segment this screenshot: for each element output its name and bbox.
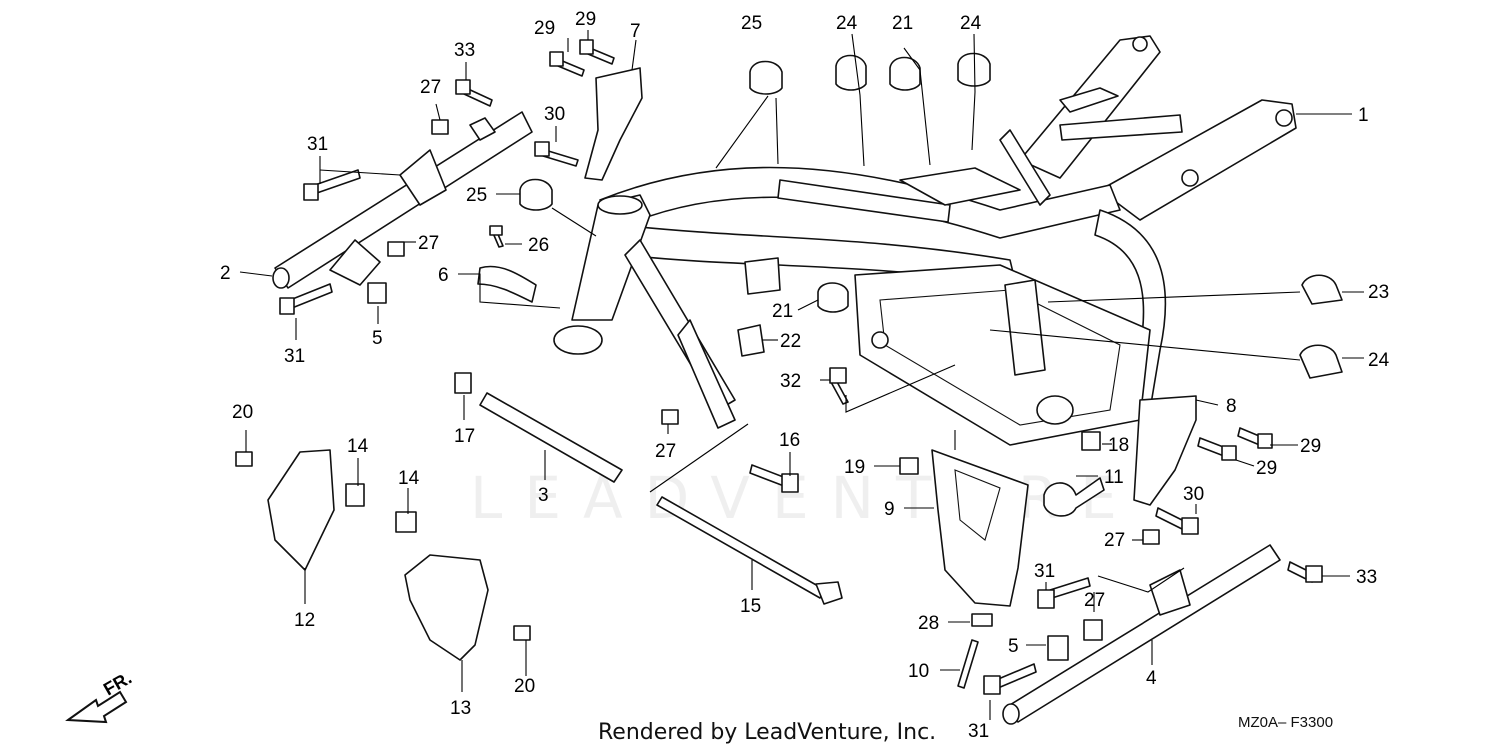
callout-27b: 27 [418, 233, 439, 254]
cover-12 [267, 449, 335, 571]
callout-7: 7 [630, 21, 641, 42]
callout-31a: 31 [307, 134, 328, 155]
clip-23 [1301, 274, 1343, 305]
callout-14b: 14 [398, 468, 420, 489]
callout-19: 19 [844, 457, 865, 478]
callout-28: 28 [918, 613, 939, 634]
callout-33a: 33 [454, 40, 475, 61]
callout-31d: 31 [968, 721, 989, 742]
callout-30b: 30 [1183, 484, 1204, 505]
callout-8: 8 [1226, 396, 1237, 417]
callout-20b: 20 [514, 676, 535, 697]
callout-11: 11 [1104, 467, 1124, 488]
trim-6 [477, 265, 537, 303]
watermark-text: LEADVENTURE [470, 464, 1139, 532]
fasteners [235, 39, 1323, 695]
callout-18: 18 [1108, 435, 1129, 456]
footer-credit: Rendered by LeadVenture, Inc. [598, 720, 937, 745]
callout-6: 6 [438, 265, 449, 286]
callout-30a: 30 [544, 104, 565, 125]
pipe-3 [479, 392, 623, 483]
callouts: 1 2 3 4 5 5 6 7 8 9 10 11 12 13 14 14 15… [220, 9, 1390, 742]
clamp-11 [1043, 477, 1105, 517]
callout-29a: 29 [534, 18, 555, 39]
callout-15: 15 [740, 596, 761, 617]
callout-24a: 24 [836, 13, 858, 34]
callout-1: 1 [1358, 105, 1369, 126]
front-indicator-label: FR. [100, 668, 135, 700]
leader-lines [239, 30, 1364, 720]
callout-27a: 27 [420, 77, 441, 98]
callout-20a: 20 [232, 402, 253, 423]
callout-31b: 31 [284, 346, 305, 367]
callout-22: 22 [780, 331, 801, 352]
main-frame [553, 35, 1297, 446]
callout-3: 3 [538, 485, 549, 506]
callout-16: 16 [779, 430, 800, 451]
callout-14a: 14 [347, 436, 369, 457]
callout-25b: 25 [466, 185, 487, 206]
clip-24-right [1299, 344, 1343, 379]
callout-24b: 24 [960, 13, 982, 34]
bracket-7 [584, 67, 643, 181]
callout-23: 23 [1368, 282, 1389, 303]
diagram-code: MZ0A– F3300 [1238, 714, 1334, 731]
long-bolt-15 [656, 496, 843, 605]
left-side-rail [272, 111, 533, 289]
callout-4: 4 [1146, 668, 1157, 689]
callout-27d: 27 [1104, 530, 1125, 551]
callout-32: 32 [780, 371, 801, 392]
callout-13: 13 [450, 698, 471, 719]
callout-26: 26 [528, 235, 549, 256]
cover-13 [404, 554, 489, 661]
front-arrow-icon: FR. [65, 668, 135, 724]
callout-31c: 31 [1034, 561, 1055, 582]
callout-10: 10 [908, 661, 929, 682]
callout-21a: 21 [892, 13, 913, 34]
callout-2: 2 [220, 263, 231, 284]
right-side-rail [1002, 544, 1281, 725]
callout-29c: 29 [1300, 436, 1321, 457]
callout-9: 9 [884, 499, 895, 520]
callout-24c: 24 [1368, 350, 1390, 371]
callout-29b: 29 [575, 9, 596, 30]
callout-27c: 27 [655, 441, 676, 462]
callout-12: 12 [294, 610, 315, 631]
callout-25a: 25 [741, 13, 762, 34]
clip-22 [737, 324, 765, 357]
callout-29d: 29 [1256, 458, 1277, 479]
callout-27e: 27 [1084, 590, 1105, 611]
callout-5b: 5 [1008, 636, 1019, 657]
plate-9 [931, 449, 1029, 607]
callout-33b: 33 [1356, 567, 1377, 588]
callout-17: 17 [454, 426, 475, 447]
callout-21b: 21 [772, 301, 793, 322]
bracket-8 [1133, 395, 1197, 506]
callout-5a: 5 [372, 328, 383, 349]
